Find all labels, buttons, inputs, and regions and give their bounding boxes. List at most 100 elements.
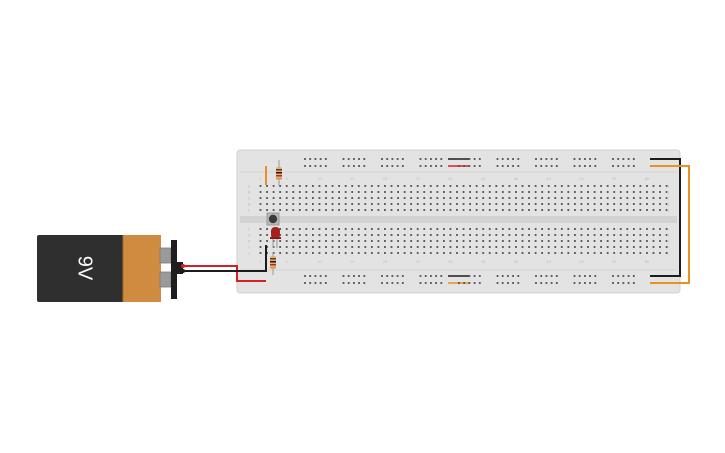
- breadboard-hole[interactable]: [534, 234, 537, 236]
- breadboard-hole[interactable]: [462, 203, 465, 205]
- breadboard-hole[interactable]: [370, 234, 373, 236]
- breadboard-hole[interactable]: [540, 165, 543, 167]
- breadboard-hole[interactable]: [515, 191, 517, 193]
- breadboard-hole[interactable]: [573, 158, 576, 160]
- breadboard-hole[interactable]: [626, 203, 629, 205]
- breadboard-hole[interactable]: [580, 185, 583, 187]
- breadboard-hole[interactable]: [587, 228, 589, 230]
- breadboard-hole[interactable]: [449, 252, 452, 254]
- breadboard-hole[interactable]: [639, 209, 642, 211]
- breadboard-hole[interactable]: [456, 240, 458, 242]
- breadboard-hole[interactable]: [580, 191, 583, 193]
- breadboard-hole[interactable]: [619, 203, 622, 205]
- breadboard-hole[interactable]: [606, 246, 609, 248]
- breadboard-hole[interactable]: [482, 191, 485, 193]
- breadboard-hole[interactable]: [436, 197, 439, 199]
- breadboard-hole[interactable]: [554, 203, 557, 205]
- breadboard-hole[interactable]: [521, 252, 524, 254]
- breadboard-hole[interactable]: [501, 185, 504, 187]
- breadboard-hole[interactable]: [314, 165, 317, 167]
- breadboard-hole[interactable]: [639, 252, 642, 254]
- breadboard-hole[interactable]: [528, 203, 530, 205]
- breadboard-hole[interactable]: [456, 252, 458, 254]
- breadboard-hole[interactable]: [440, 282, 443, 284]
- breadboard-hole[interactable]: [475, 234, 478, 236]
- breadboard-hole[interactable]: [587, 191, 589, 193]
- breadboard-hole[interactable]: [381, 275, 383, 277]
- breadboard-hole[interactable]: [606, 203, 609, 205]
- breadboard-hole[interactable]: [298, 185, 301, 187]
- breadboard-hole[interactable]: [488, 203, 491, 205]
- breadboard-hole[interactable]: [475, 197, 478, 199]
- breadboard-hole[interactable]: [632, 240, 635, 242]
- breadboard-hole[interactable]: [495, 209, 498, 211]
- breadboard-hole[interactable]: [319, 165, 322, 167]
- breadboard-hole[interactable]: [606, 240, 609, 242]
- breadboard-hole[interactable]: [517, 158, 520, 160]
- breadboard-hole[interactable]: [462, 191, 465, 193]
- breadboard-hole[interactable]: [424, 165, 427, 167]
- breadboard-hole[interactable]: [652, 203, 655, 205]
- breadboard-hole[interactable]: [534, 203, 537, 205]
- breadboard-hole[interactable]: [617, 275, 620, 277]
- breadboard-hole[interactable]: [370, 203, 373, 205]
- resistor-icon[interactable]: [270, 253, 276, 275]
- breadboard-hole[interactable]: [292, 228, 295, 230]
- breadboard-hole[interactable]: [381, 158, 383, 160]
- breadboard-hole[interactable]: [381, 165, 383, 167]
- breadboard-hole[interactable]: [584, 275, 586, 277]
- breadboard-hole[interactable]: [550, 275, 553, 277]
- breadboard-hole[interactable]: [259, 197, 262, 199]
- breadboard-hole[interactable]: [396, 165, 399, 167]
- breadboard-hole[interactable]: [646, 197, 648, 199]
- breadboard-hole[interactable]: [312, 191, 314, 193]
- breadboard-hole[interactable]: [416, 209, 419, 211]
- breadboard-hole[interactable]: [429, 240, 432, 242]
- breadboard-hole[interactable]: [521, 185, 524, 187]
- breadboard-hole[interactable]: [632, 282, 635, 284]
- breadboard-hole[interactable]: [639, 185, 642, 187]
- breadboard-hole[interactable]: [567, 203, 570, 205]
- breadboard-hole[interactable]: [528, 240, 530, 242]
- breadboard-hole[interactable]: [515, 185, 517, 187]
- breadboard-hole[interactable]: [338, 197, 340, 199]
- breadboard-hole[interactable]: [443, 191, 445, 193]
- breadboard-hole[interactable]: [600, 234, 602, 236]
- breadboard-hole[interactable]: [600, 240, 602, 242]
- breadboard-hole[interactable]: [272, 191, 275, 193]
- breadboard-hole[interactable]: [319, 282, 322, 284]
- breadboard-hole[interactable]: [507, 275, 509, 277]
- breadboard-hole[interactable]: [580, 228, 583, 230]
- breadboard-hole[interactable]: [344, 240, 347, 242]
- breadboard-hole[interactable]: [351, 234, 354, 236]
- breadboard-hole[interactable]: [560, 240, 563, 242]
- breadboard-hole[interactable]: [377, 246, 380, 248]
- breadboard-hole[interactable]: [384, 197, 386, 199]
- breadboard-hole[interactable]: [386, 165, 389, 167]
- breadboard-hole[interactable]: [443, 246, 445, 248]
- breadboard-hole[interactable]: [435, 158, 437, 160]
- breadboard-hole[interactable]: [482, 203, 485, 205]
- breadboard-hole[interactable]: [377, 209, 380, 211]
- breadboard-hole[interactable]: [364, 209, 367, 211]
- breadboard-hole[interactable]: [377, 252, 380, 254]
- breadboard-hole[interactable]: [534, 191, 537, 193]
- breadboard-hole[interactable]: [482, 240, 485, 242]
- breadboard-hole[interactable]: [279, 234, 282, 236]
- breadboard-hole[interactable]: [488, 246, 491, 248]
- breadboard-hole[interactable]: [440, 165, 443, 167]
- breadboard-hole[interactable]: [403, 246, 406, 248]
- breadboard-hole[interactable]: [534, 228, 537, 230]
- breadboard-hole[interactable]: [384, 252, 386, 254]
- breadboard-hole[interactable]: [665, 191, 668, 193]
- breadboard-hole[interactable]: [305, 228, 308, 230]
- breadboard-hole[interactable]: [305, 234, 308, 236]
- breadboard-hole[interactable]: [475, 209, 478, 211]
- breadboard-hole[interactable]: [391, 275, 394, 277]
- breadboard-hole[interactable]: [488, 197, 491, 199]
- breadboard-hole[interactable]: [626, 185, 629, 187]
- breadboard-hole[interactable]: [600, 252, 602, 254]
- breadboard-hole[interactable]: [364, 246, 367, 248]
- breadboard-hole[interactable]: [429, 252, 432, 254]
- breadboard-hole[interactable]: [401, 282, 404, 284]
